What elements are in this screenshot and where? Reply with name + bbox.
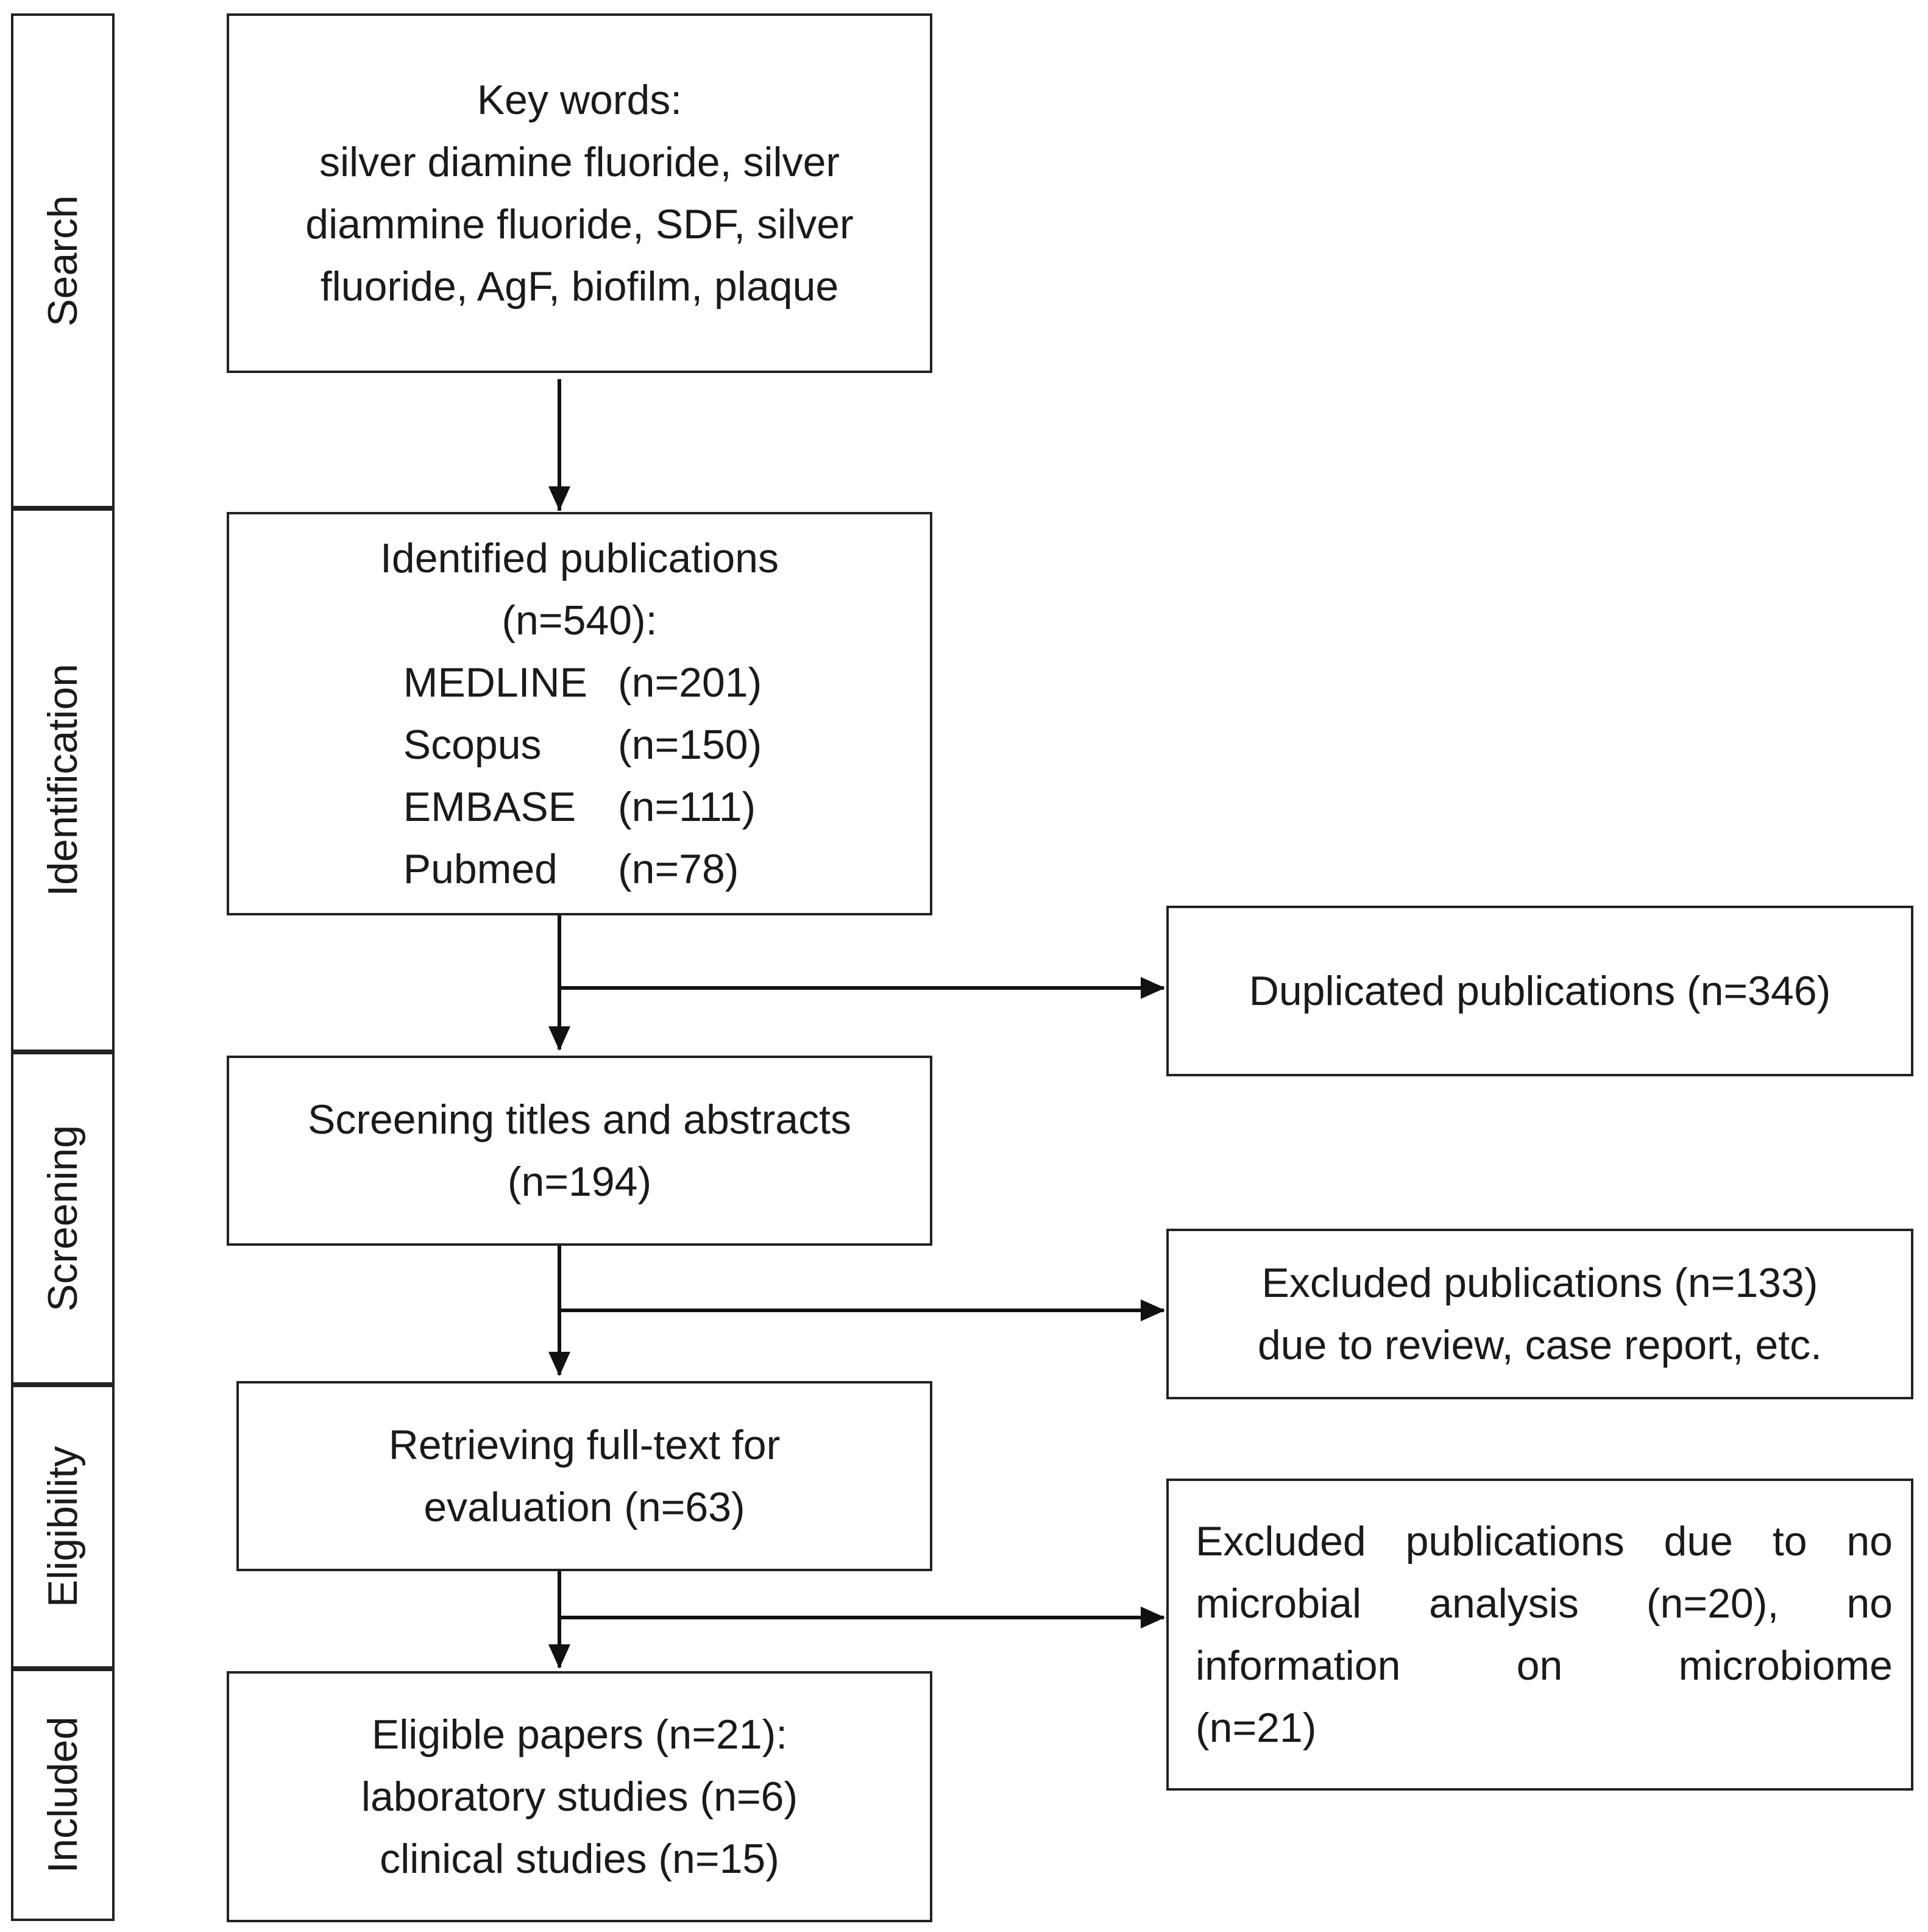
stage-eligibility: Eligibility [11, 1385, 115, 1669]
screening-line: Screening titles and abstracts [307, 1096, 852, 1143]
source-count: (n=150) [618, 722, 762, 768]
identification-total: (n=540): [501, 597, 657, 644]
screening-line: (n=194) [507, 1159, 652, 1205]
included-box: Eligible papers (n=21): laboratory studi… [227, 1671, 932, 1922]
identification-title: Identified publications [380, 535, 779, 581]
arrowhead-eligibility [548, 1352, 570, 1376]
identification-box: Identified publications (n=540): MEDLINE… [227, 512, 932, 915]
eligibility-line: Retrieving full-text for [388, 1422, 781, 1468]
excluded-eligibility-line: information on microbiome [1196, 1643, 1893, 1689]
search-box: Key words: silver diamine fluoride, silv… [227, 13, 932, 373]
source-name: EMBASE [403, 784, 576, 830]
arrowhead-included [548, 1644, 570, 1669]
included-line: clinical studies (n=15) [380, 1836, 779, 1882]
source-name: Pubmed [403, 846, 558, 892]
excluded-eligibility-line: Excluded publications due to no [1196, 1518, 1893, 1564]
arrowhead-duplicates [1141, 977, 1165, 999]
excluded-screening-line: due to review, case report, etc. [1257, 1322, 1823, 1368]
search-line: diammine fluoride, SDF, silver [305, 201, 854, 247]
stage-included: Included [11, 1669, 115, 1921]
excluded-screening-box: Excluded publications (n=133) due to rev… [1166, 1229, 1913, 1399]
stage-identification: Identification [11, 508, 115, 1052]
source-name: MEDLINE [403, 659, 587, 706]
arrowhead-screening [548, 1026, 570, 1051]
excluded-eligibility-line: microbial analysis (n=20), no [1196, 1580, 1893, 1627]
source-list: MEDLINE (n=201) Scopus (n=150) EMBASE (n… [403, 652, 762, 900]
duplicates-line: Duplicated publications (n=346) [1249, 968, 1831, 1014]
source-name: Scopus [403, 722, 542, 768]
arrowhead-excluded-eligibility [1141, 1607, 1165, 1628]
duplicates-box: Duplicated publications (n=346) [1166, 906, 1913, 1076]
source-count: (n=111) [618, 784, 756, 830]
source-count: (n=201) [618, 659, 762, 706]
screening-box: Screening titles and abstracts (n=194) [227, 1056, 932, 1246]
source-count: (n=78) [618, 846, 739, 892]
excluded-eligibility-box: Excluded publications due to no microbia… [1166, 1479, 1913, 1791]
search-line: silver diamine fluoride, silver [319, 139, 840, 185]
search-line: Key words: [477, 77, 682, 123]
stage-screening: Screening [11, 1052, 115, 1385]
eligibility-box: Retrieving full-text for evaluation (n=6… [236, 1381, 932, 1571]
arrowhead-excluded-screening [1141, 1299, 1165, 1321]
excluded-eligibility-last-line: (n=21) [1196, 1705, 1317, 1751]
arrowhead-identification [548, 486, 570, 511]
included-line: Eligible papers (n=21): [371, 1711, 788, 1758]
eligibility-line: evaluation (n=63) [424, 1484, 745, 1530]
included-line: laboratory studies (n=6) [361, 1774, 798, 1820]
excluded-screening-line: Excluded publications (n=133) [1261, 1260, 1818, 1306]
stage-search: Search [11, 13, 115, 508]
search-line: fluoride, AgF, biofilm, plaque [320, 263, 839, 310]
